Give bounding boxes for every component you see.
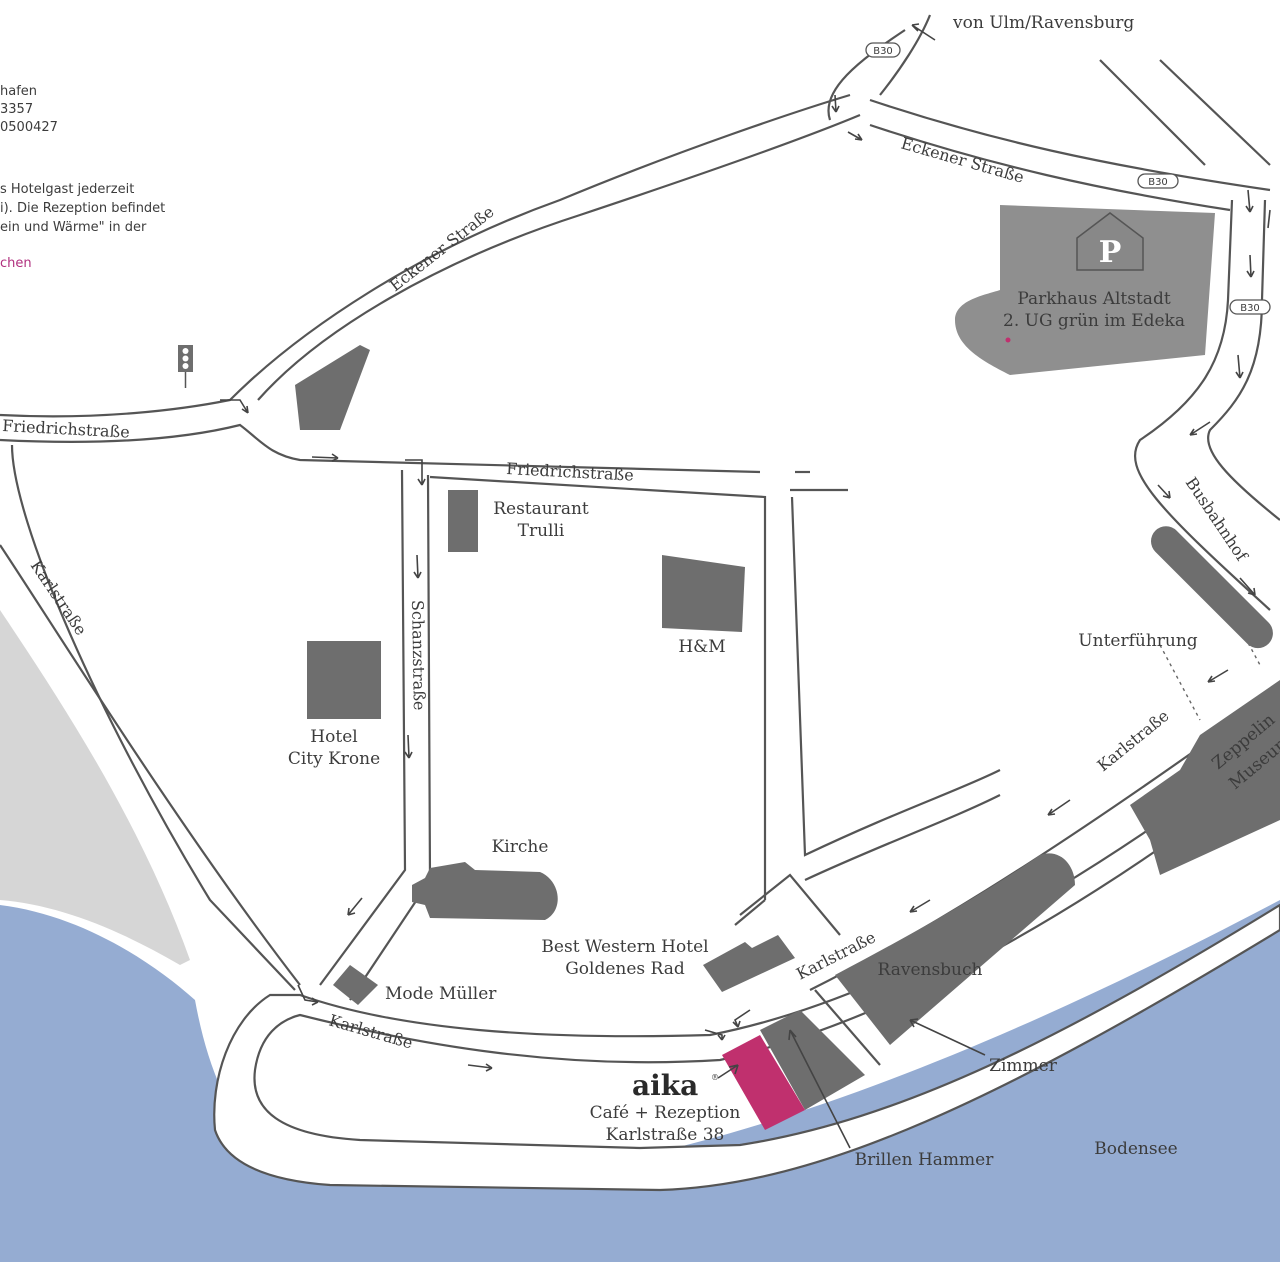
aika-line1: Café + Rezeption xyxy=(590,1103,741,1123)
building-kirche xyxy=(412,862,558,920)
road-eckener-top-a xyxy=(869,98,1271,192)
traffic-light-dot-top xyxy=(182,348,189,354)
svg-text:3357: 3357 xyxy=(0,102,33,117)
label-friedrich-left: Friedrichstraße xyxy=(2,416,130,442)
underpass-dotted-a xyxy=(1159,644,1201,721)
building-busbahnhof xyxy=(1151,526,1273,649)
road-schanzstrasse-b xyxy=(349,474,432,1001)
hotel-aika-label: aika ® Café + Rezeption Karlstraße 38 xyxy=(590,1069,741,1145)
road-ravensbuch-side xyxy=(814,989,881,1066)
label-hm: H&M xyxy=(678,637,725,657)
building-zeppelin-museum xyxy=(1130,680,1280,875)
svg-text:B30: B30 xyxy=(873,46,893,57)
svg-text:B30: B30 xyxy=(1148,177,1168,188)
road-bw-connector-b xyxy=(734,899,766,926)
label-parking-1: Parkhaus Altstadt xyxy=(1017,289,1171,309)
bottom-margin xyxy=(0,1262,1280,1280)
b30-shield-north: B30 xyxy=(865,42,901,58)
svg-text:0500427: 0500427 xyxy=(0,120,58,135)
label-bw-1: Best Western Hotel xyxy=(541,937,708,957)
parking-marker xyxy=(1005,337,1011,343)
label-karl-left: Karlstraße xyxy=(27,557,91,639)
building-hm xyxy=(662,555,745,632)
road-schanzstrasse-a xyxy=(319,469,407,986)
label-krone-1: Hotel xyxy=(310,727,357,747)
b30-shield-south: B30 xyxy=(1229,299,1271,315)
road-karlstrasse-left-b xyxy=(0,544,301,986)
label-schanz: Schanzstraße xyxy=(408,600,429,711)
building-best-western xyxy=(703,935,795,992)
label-friedrich-mid: Friedrichstraße xyxy=(506,459,634,485)
road-b30-east-b xyxy=(1207,199,1280,521)
road-northeast-b xyxy=(1159,59,1271,166)
label-eckener-diag: Eckener Straße xyxy=(386,202,498,295)
svg-text:hafen: hafen xyxy=(0,84,37,99)
label-mode-mueller: Mode Müller xyxy=(385,984,497,1004)
label-kirche: Kirche xyxy=(492,837,549,857)
label-ravensbuch: Ravensbuch xyxy=(878,960,983,980)
road-middle-vertical-b xyxy=(804,794,1001,881)
harbour-area xyxy=(0,610,190,965)
label-eckener-top: Eckener Straße xyxy=(899,134,1026,187)
direction-arrows xyxy=(220,23,1271,1149)
label-unterfuehrung: Unterführung xyxy=(1078,631,1198,651)
parking-symbol: P xyxy=(1099,235,1122,270)
building-city-krone xyxy=(307,641,381,719)
label-bw-2: Goldenes Rad xyxy=(565,959,685,979)
svg-text:s Hotelgast jederzeit: s Hotelgast jederzeit xyxy=(0,182,134,197)
parking-garage xyxy=(955,205,1215,375)
info-text-block: hafen 3357 0500427 s Hotelgast jederzeit… xyxy=(0,84,165,271)
traffic-light-dot-middle xyxy=(182,355,189,362)
svg-text:i). Die Rezeption befindet: i). Die Rezeption befindet xyxy=(0,201,165,216)
building-mode-mueller xyxy=(333,965,378,1005)
svg-text:ein und Wärme" in der: ein und Wärme" in der xyxy=(0,220,147,235)
traffic-light-dot-bottom xyxy=(182,363,189,369)
road-b30-north-a xyxy=(827,29,906,121)
road-friedrichstrasse-mid xyxy=(429,475,767,900)
aika-brand: aika xyxy=(632,1069,698,1102)
label-krone-2: City Krone xyxy=(288,749,380,769)
building-northwest xyxy=(295,345,370,430)
aika-line2: Karlstraße 38 xyxy=(606,1125,725,1145)
parking-house-icon xyxy=(1076,212,1144,271)
svg-text:B30: B30 xyxy=(1240,303,1260,314)
road-bw-connector xyxy=(739,873,841,936)
label-brillen: Brillen Hammer xyxy=(855,1150,995,1170)
building-brillen-hammer xyxy=(760,1010,865,1110)
label-trulli-2: Trulli xyxy=(518,521,565,541)
road-b30-east-a xyxy=(1134,199,1271,611)
road-middle-vertical xyxy=(790,496,1001,857)
label-from-ulm: von Ulm/Ravensburg xyxy=(952,13,1134,33)
aika-registered-mark: ® xyxy=(711,1073,719,1082)
b30-shield-east: B30 xyxy=(1137,173,1179,189)
road-northeast-a xyxy=(1099,59,1206,166)
label-bodensee: Bodensee xyxy=(1094,1139,1177,1159)
road-b30-north-b xyxy=(879,14,932,96)
label-trulli-1: Restaurant xyxy=(493,499,589,519)
road-friedrichstrasse-left-b xyxy=(0,423,761,474)
road-karlstrasse-left-a xyxy=(10,444,296,991)
road-eckener-top-b xyxy=(869,123,1231,212)
building-ravensbuch xyxy=(835,853,1075,1045)
label-parking-2: 2. UG grün im Edeka xyxy=(1003,311,1185,331)
label-zimmer: Zimmer xyxy=(989,1056,1058,1076)
road-friedrichstrasse-left-a xyxy=(0,93,851,418)
building-aika xyxy=(722,1035,805,1130)
info-link: chen xyxy=(0,256,32,271)
road-eckener-curve-inner xyxy=(257,113,861,401)
label-karl-right: Karlstraße xyxy=(1094,706,1173,775)
building-trulli xyxy=(448,490,478,552)
